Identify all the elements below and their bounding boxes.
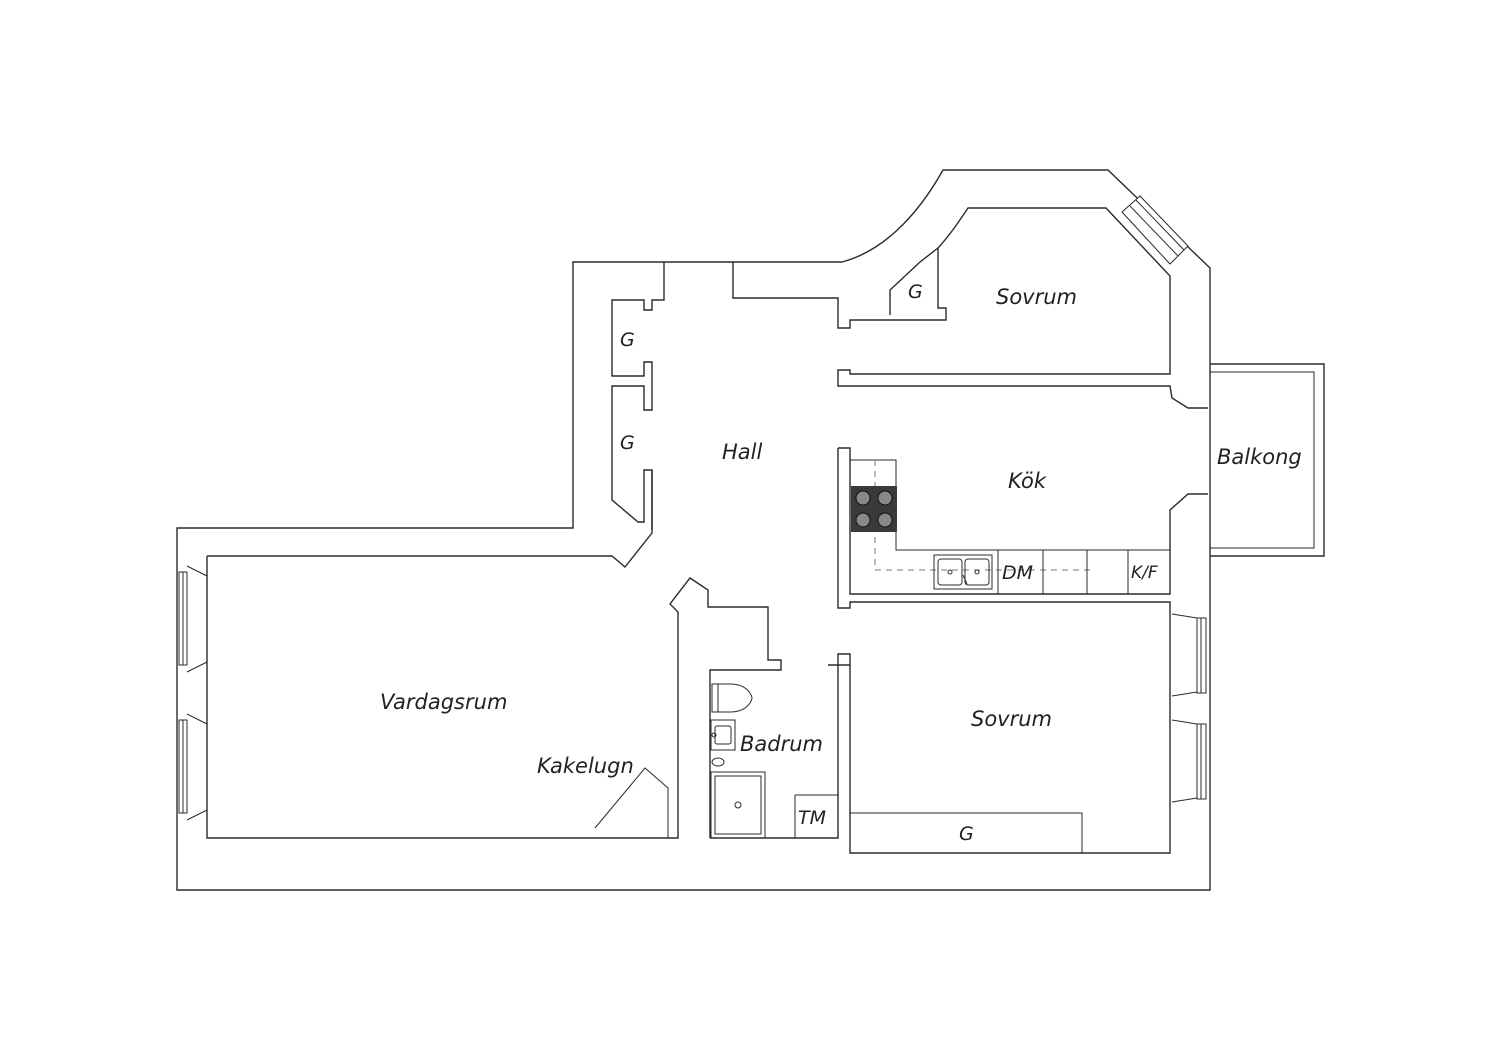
kitchen-walls: [837, 447, 1208, 614]
toilet-icon: [711, 683, 753, 713]
room-label-hall: Hall: [722, 440, 762, 464]
bathroom-walls: [710, 653, 851, 839]
washbasin-icon: [710, 719, 736, 751]
sink-icon: [933, 554, 993, 590]
dishwasher-label: DM: [1002, 562, 1033, 584]
room-label-bathroom: Badrum: [740, 732, 823, 756]
room-label-bedroom-top: Sovrum: [996, 285, 1077, 309]
living-room-walls: [206, 470, 782, 839]
window-bedroom-bottom: [1171, 613, 1207, 803]
hall-closet-walls: [611, 262, 665, 530]
room-label-balcony: Balkong: [1217, 445, 1302, 469]
closet-label-bedroom-bottom: G: [959, 823, 974, 845]
balcony-walls: [1210, 363, 1325, 557]
closet-label-hall-2: G: [620, 432, 635, 454]
room-label-living-room: Vardagsrum: [380, 690, 507, 714]
bedroom-top-walls: [732, 207, 1208, 409]
closet-label-bedroom-top: G: [908, 281, 923, 303]
shower-icon: [710, 757, 766, 839]
fridge-freezer-label: K/F: [1131, 563, 1158, 583]
window-living-left: [178, 565, 208, 821]
closet-label-hall-1: G: [620, 329, 635, 351]
outer-walls: [176, 169, 1211, 891]
window-bedroom-top: [1121, 195, 1189, 265]
washing-machine-label: TM: [798, 807, 826, 829]
bedroom-bottom-walls: [849, 614, 1171, 854]
stove-icon: [851, 486, 897, 532]
room-label-bedroom-bottom: Sovrum: [971, 707, 1052, 731]
room-label-kitchen: Kök: [1008, 469, 1047, 493]
fixture-label-tile-stove: Kakelugn: [537, 754, 634, 778]
